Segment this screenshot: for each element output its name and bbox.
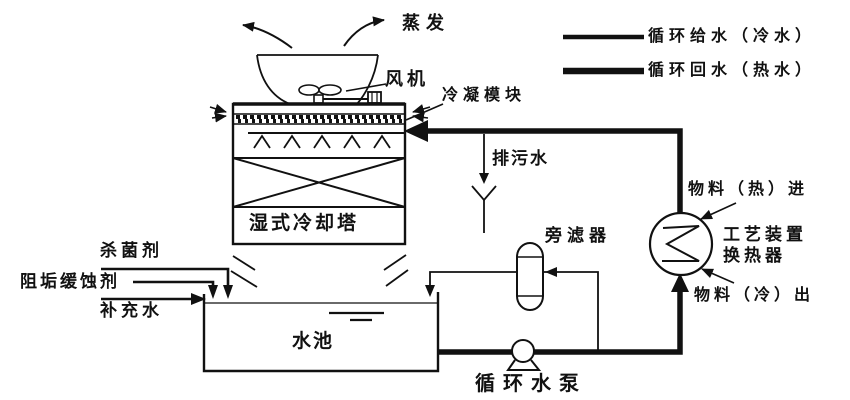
cooling-tower-label: 湿式冷却塔 (249, 212, 360, 234)
condensation-module-band (236, 115, 403, 123)
cold-out-pointer (701, 268, 735, 284)
fan-label: 风机 (385, 69, 429, 90)
makeup-water-label: 补充水 (100, 301, 163, 321)
spray-nozzles (253, 134, 391, 149)
biocide-feed-line (101, 267, 230, 285)
evaporation-arrows-icon (242, 16, 385, 49)
fan-pointer (345, 83, 387, 92)
fan-hub (313, 94, 324, 104)
legend-swatches (563, 34, 644, 75)
cold-supply-pipe (438, 290, 683, 355)
process-unit-label-line2: 换热器 (723, 246, 786, 266)
biocide-label: 杀菌剂 (100, 241, 163, 261)
fan-assembly-icon (256, 54, 382, 105)
legend-cold-label: 循环给水（冷水） (648, 26, 817, 45)
evaporation-label: 蒸发 (402, 13, 450, 34)
legend-hot-label: 循环回水（热水） (648, 60, 817, 79)
blowdown-branch-icon (471, 134, 497, 233)
process-unit-label-line1: 工艺装置 (723, 225, 807, 245)
callout-pointers (345, 83, 444, 121)
tower-inlet-arrow (404, 120, 428, 142)
heat-exchanger-icon (648, 202, 737, 284)
falling-water-marks (230, 254, 409, 288)
fan-blade-left (298, 84, 320, 96)
pump-icon (506, 339, 542, 371)
circulating-pump-label: 循环水泵 (475, 371, 587, 395)
material-hot-in-label: 物料（热）进 (688, 179, 809, 198)
water-pool-icon (202, 254, 440, 373)
material-cold-out-label: 物料（冷）出 (694, 285, 815, 304)
blowdown-label: 排污水 (492, 149, 549, 169)
side-filter-label: 旁滤器 (545, 226, 611, 246)
water-pool-label: 水池 (292, 330, 335, 352)
inhibitor-feed-line (133, 280, 215, 285)
hot-return-pipe (427, 128, 683, 214)
side-filter-icon (516, 242, 544, 311)
feed-lines (101, 267, 233, 305)
module-pointer (405, 103, 444, 121)
fan-motor (367, 91, 382, 104)
condensation-module-label: 冷凝模块 (442, 85, 527, 104)
cooling-tower-icon (209, 102, 431, 246)
scale-inhibitor-label: 阻垢缓蚀剂 (20, 272, 120, 292)
fan-blade-right (318, 84, 342, 96)
hot-in-pointer (700, 202, 737, 220)
bypass-loop (425, 267, 599, 350)
hx-inlet-arrow (671, 273, 689, 292)
